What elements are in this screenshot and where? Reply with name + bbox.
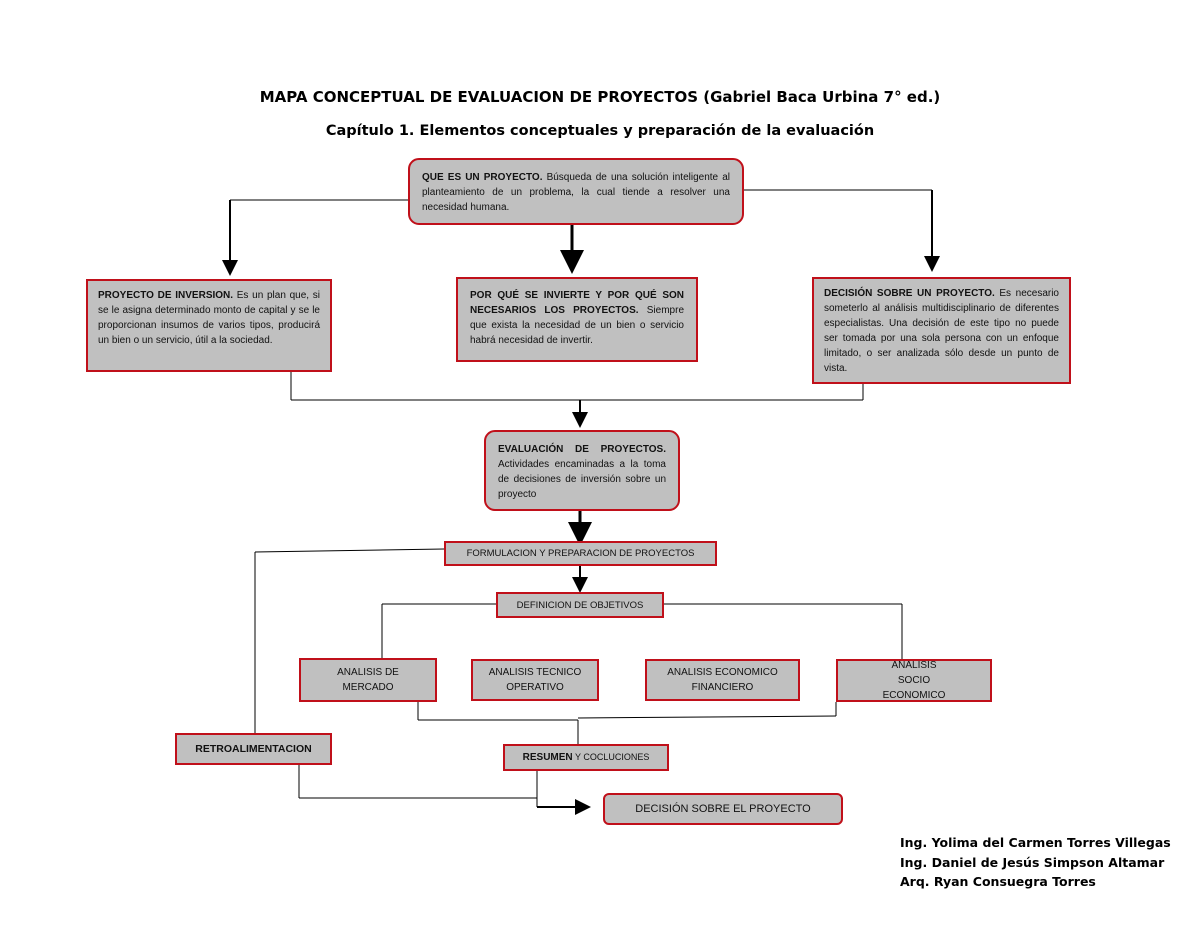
node-retroalimentacion: RETROALIMENTACION (175, 733, 332, 765)
node-label: ANALISIS TECNICO OPERATIVO (488, 667, 582, 693)
author-2: Ing. Daniel de Jesús Simpson Altamar (900, 855, 1165, 870)
node-text: Búsqueda de una solución inteligente al … (422, 172, 730, 213)
node-analisis-de-mercado: ANALISIS DE MERCADO (299, 658, 437, 702)
node-heading: POR QUÉ SE INVIERTE Y POR QUÉ SON NECESA… (470, 290, 684, 316)
node-definicion-de-objetivos: DEFINICION DE OBJETIVOS (496, 592, 664, 618)
node-decision-sobre-el-proyecto: DECISIÓN SOBRE EL PROYECTO (603, 793, 843, 825)
author-1: Ing. Yolima del Carmen Torres Villegas (900, 835, 1171, 850)
node-por-que-se-invierte: POR QUÉ SE INVIERTE Y POR QUÉ SON NECESA… (456, 277, 698, 362)
node-decision-sobre-un-proyecto: DECISIÓN SOBRE UN PROYECTO. Es necesario… (812, 277, 1071, 384)
node-proyecto-de-inversion: PROYECTO DE INVERSION. Es un plan que, s… (86, 279, 332, 372)
node-text: Actividades encaminadas a la toma de dec… (498, 459, 666, 500)
node-label: ANALISIS ECONOMICO FINANCIERO (667, 667, 778, 693)
node-label: RETROALIMENTACION (195, 742, 312, 755)
node-label: DEFINICION DE OBJETIVOS (516, 599, 644, 611)
node-evaluacion-de-proyectos: EVALUACIÓN DE PROYECTOS. Actividades enc… (484, 430, 680, 511)
node-que-es-un-proyecto: QUE ES UN PROYECTO. Búsqueda de una solu… (408, 158, 744, 225)
node-heading: EVALUACIÓN DE PROYECTOS. (498, 444, 666, 455)
node-label: RESUMEN Y COCLUCIONES (523, 750, 650, 765)
node-label: FORMULACION Y PREPARACION DE PROYECTOS (466, 548, 695, 559)
node-text: Siempre que exista la necesidad de un bi… (470, 305, 685, 346)
node-text: Es necesario someterlo al análisis multi… (824, 288, 1059, 374)
node-text: Es un plan que, si se le asigna determin… (98, 290, 320, 346)
page-subtitle: Capítulo 1. Elementos conceptuales y pre… (325, 123, 875, 139)
node-label: ANALISIS DE MERCADO (337, 667, 399, 693)
node-label: ANALISIS SOCIO ECONOMICO (882, 660, 946, 701)
node-analisis-economico-financiero: ANALISIS ECONOMICO FINANCIERO (645, 659, 800, 701)
author-3: Arq. Ryan Consuegra Torres (900, 874, 1096, 889)
node-label-rest: Y COCLUCIONES (572, 752, 650, 762)
node-label-bold: RESUMEN (522, 752, 573, 763)
node-resumen-y-conclusiones: RESUMEN Y COCLUCIONES (503, 744, 669, 771)
page-title: MAPA CONCEPTUAL DE EVALUACION DE PROYECT… (259, 88, 941, 106)
node-heading: PROYECTO DE INVERSION. (98, 290, 234, 301)
node-analisis-tecnico-operativo: ANALISIS TECNICO OPERATIVO (471, 659, 599, 701)
node-heading: DECISIÓN SOBRE UN PROYECTO. (824, 288, 995, 299)
node-heading: QUE ES UN PROYECTO. (422, 172, 543, 183)
node-analisis-socio-economico: ANALISIS SOCIO ECONOMICO (836, 659, 992, 702)
node-formulacion-y-preparacion: FORMULACION Y PREPARACION DE PROYECTOS (444, 541, 717, 566)
node-label: DECISIÓN SOBRE EL PROYECTO (635, 802, 811, 815)
